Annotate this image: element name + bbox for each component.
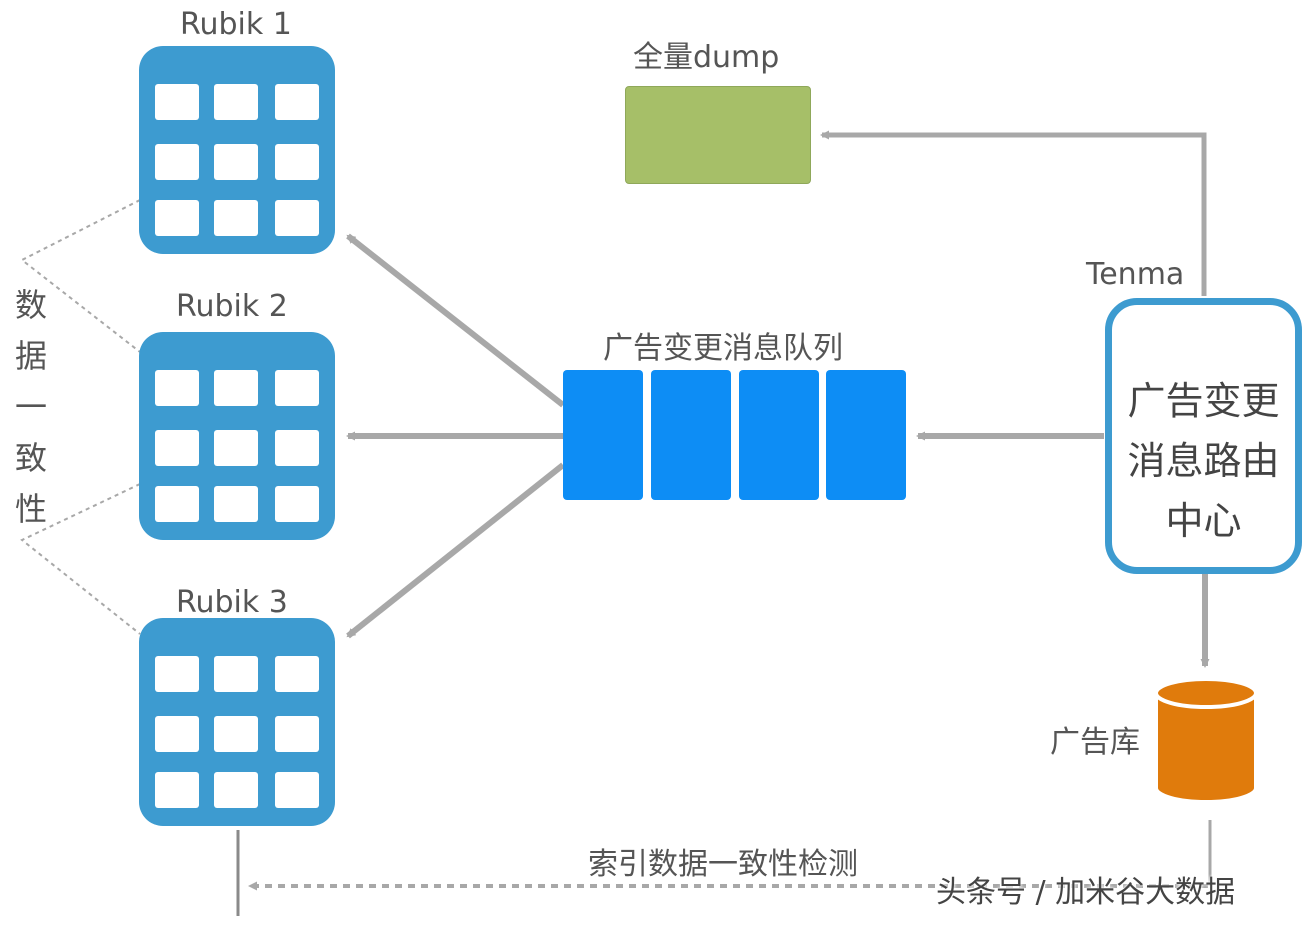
- grid-cell: [275, 144, 319, 180]
- consistency-bracket-top: [20, 199, 141, 353]
- queue-slot: [826, 370, 906, 500]
- grid-cell: [155, 656, 199, 692]
- grid-cell: [155, 430, 199, 466]
- queue-slot: [563, 370, 643, 500]
- grid-cell: [155, 200, 199, 236]
- full-dump-box: [625, 86, 811, 184]
- consistency-check-label: 索引数据一致性检测: [588, 847, 858, 882]
- consistency-vertical-label: 数 据 一 致 性: [12, 280, 50, 535]
- arrow-queue-to-rubik3: [346, 462, 565, 639]
- grid-cell: [275, 656, 319, 692]
- consistency-char: 据: [14, 337, 47, 375]
- grid-cell: [275, 370, 319, 406]
- grid-cell: [214, 200, 258, 236]
- grid-cell: [275, 430, 319, 466]
- router-label: 广告变更 消息路由 中心: [1127, 379, 1280, 543]
- queue-slot: [739, 370, 819, 500]
- arrow-router-to-dump: [820, 130, 1207, 296]
- grid-cell: [155, 144, 199, 180]
- grid-cell: [155, 370, 199, 406]
- rubik3-label: Rubik 3: [176, 585, 288, 620]
- grid-cell: [155, 486, 199, 522]
- grid-cell: [155, 84, 199, 120]
- grid-cell: [214, 656, 258, 692]
- tenma-label: Tenma: [1086, 257, 1185, 292]
- grid-cell: [275, 200, 319, 236]
- grid-cell: [275, 772, 319, 808]
- consistency-char: 性: [14, 490, 47, 528]
- queue-label: 广告变更消息队列: [603, 331, 843, 366]
- grid-cell: [214, 716, 258, 752]
- watermark-text: 头条号 / 加米谷大数据: [936, 875, 1236, 910]
- dump-label: 全量dump: [633, 40, 780, 75]
- consistency-char: 一: [14, 388, 47, 426]
- ad-db-label: 广告库: [1050, 725, 1140, 760]
- grid-cell: [214, 430, 258, 466]
- grid-cell: [275, 716, 319, 752]
- rubik3-table-icon: [139, 618, 335, 826]
- grid-cell: [214, 772, 258, 808]
- grid-cell: [275, 486, 319, 522]
- rubik2-label: Rubik 2: [176, 289, 288, 324]
- arrow-queue-to-rubik1: [346, 233, 565, 408]
- consistency-char: 数: [14, 286, 47, 324]
- grid-cell: [214, 370, 258, 406]
- consistency-bracket-bottom: [20, 483, 141, 635]
- grid-cell: [214, 486, 258, 522]
- ad-db-cylinder: [1154, 677, 1258, 804]
- rubik1-table-icon: [139, 46, 335, 254]
- message-router-center: 广告变更 消息路由 中心: [1105, 298, 1302, 574]
- grid-cell: [214, 144, 258, 180]
- queue-slot: [651, 370, 731, 500]
- grid-cell: [275, 84, 319, 120]
- grid-cell: [214, 84, 258, 120]
- rubik2-table-icon: [139, 332, 335, 540]
- consistency-char: 致: [14, 439, 47, 477]
- rubik1-label: Rubik 1: [180, 7, 292, 42]
- grid-cell: [155, 772, 199, 808]
- grid-cell: [155, 716, 199, 752]
